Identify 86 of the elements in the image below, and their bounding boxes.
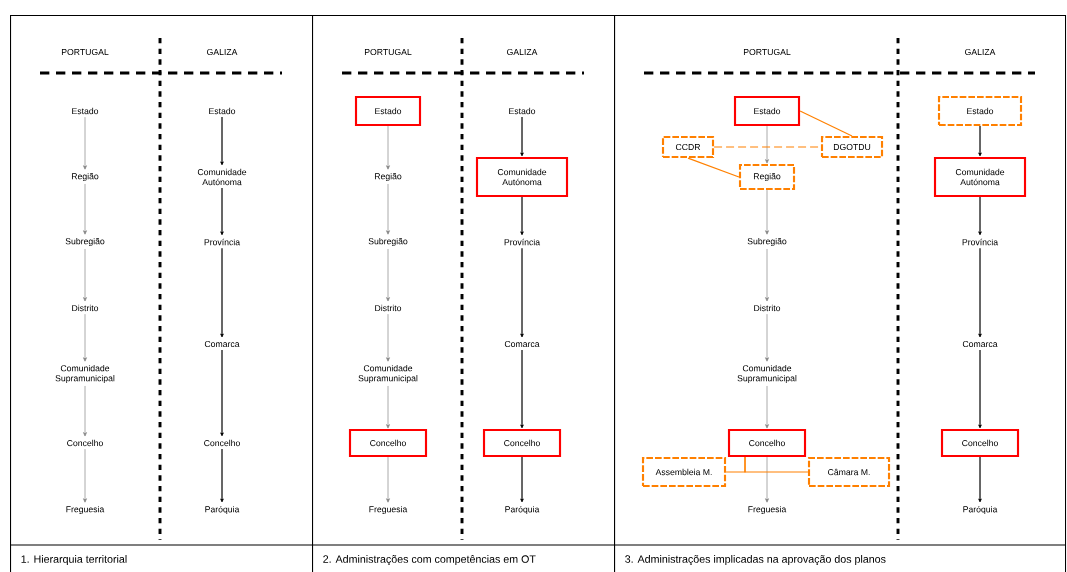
highlight-box: Concelho (482, 428, 562, 458)
arrow (765, 313, 769, 362)
level-label: Região (375, 172, 402, 182)
arrow (83, 116, 87, 170)
arrow (386, 183, 390, 235)
level-label: Província (962, 238, 999, 246)
arrow (220, 116, 224, 166)
arrow (765, 125, 769, 164)
level-label: Estado (509, 107, 536, 115)
arrow (83, 313, 87, 362)
level-label: Província (204, 238, 241, 246)
arrow (386, 125, 390, 170)
level-label: Comunidade Supramunicipal (358, 364, 418, 384)
column-heading: GALIZA (965, 48, 996, 56)
level-label: Distrito (754, 304, 781, 312)
level-label: Estado (209, 107, 236, 115)
level-label: Freguesia (748, 505, 787, 515)
column-heading: GALIZA (207, 48, 238, 56)
arrow (386, 248, 390, 302)
arrow (386, 456, 390, 503)
arrow (765, 248, 769, 302)
level-label: Região (72, 172, 99, 182)
arrow (520, 456, 524, 503)
level-label: Concelho (204, 439, 240, 447)
level-label: Distrito (375, 304, 402, 312)
arrow (220, 247, 224, 338)
level-label: Freguesia (66, 505, 105, 515)
connector-line (687, 157, 740, 178)
highlight-box: Comunidade Autónoma (933, 156, 1027, 198)
highlight-box: Concelho (727, 428, 807, 458)
arrow (220, 448, 224, 503)
level-label: Paróquia (505, 505, 540, 515)
arrow (83, 385, 87, 437)
highlight-box: Concelho (348, 428, 428, 458)
level-label: Comarca (962, 340, 998, 348)
arrow (978, 196, 982, 236)
arrow (520, 247, 524, 338)
column-heading: PORTUGAL (364, 48, 412, 56)
highlight-box: Estado (937, 95, 1023, 127)
arrow (220, 349, 224, 437)
arrow (520, 349, 524, 429)
column-heading: PORTUGAL (61, 48, 109, 56)
arrow (83, 183, 87, 235)
arrow (520, 116, 524, 157)
level-label: Freguesia (369, 505, 408, 515)
connector-line (713, 146, 822, 148)
arrow (386, 385, 390, 429)
level-label: Comarca (504, 340, 540, 348)
level-label: Comarca (204, 340, 240, 348)
level-label: Comunidade Supramunicipal (55, 364, 115, 384)
arrow (978, 349, 982, 429)
arrow (386, 313, 390, 362)
highlight-box: Comunidade Autónoma (475, 156, 569, 198)
level-label: Paróquia (963, 505, 998, 515)
arrow (83, 248, 87, 302)
connector-line (744, 456, 809, 473)
level-label: Comunidade Autónoma (197, 168, 247, 186)
highlight-box: CCDR (661, 135, 715, 159)
level-label: Subregião (368, 237, 408, 247)
level-label: Subregião (65, 237, 105, 247)
arrow (520, 196, 524, 236)
highlight-box: Estado (354, 95, 422, 127)
level-label: Distrito (72, 304, 99, 312)
highlight-box: Concelho (940, 428, 1020, 458)
arrow (978, 125, 982, 157)
level-label: Concelho (67, 439, 103, 447)
highlight-box: Assembleia M. (641, 456, 727, 488)
highlight-box: Região (738, 163, 796, 191)
connector-line (799, 110, 853, 137)
level-label: Subregião (747, 237, 787, 247)
column-heading: PORTUGAL (743, 48, 791, 56)
level-label: Estado (72, 107, 99, 115)
arrow (978, 456, 982, 503)
highlight-box: Estado (733, 95, 801, 127)
arrow (220, 187, 224, 236)
arrow (765, 456, 769, 503)
highlight-box: Câmara M. (807, 456, 891, 488)
arrow (765, 385, 769, 429)
column-heading: GALIZA (507, 48, 538, 56)
arrow (765, 189, 769, 235)
arrow (83, 448, 87, 503)
level-label: Província (504, 238, 541, 246)
arrow (978, 247, 982, 338)
highlight-box: DGOTDU (820, 135, 884, 159)
level-label: Paróquia (205, 505, 240, 515)
level-label: Comunidade Supramunicipal (737, 364, 797, 384)
